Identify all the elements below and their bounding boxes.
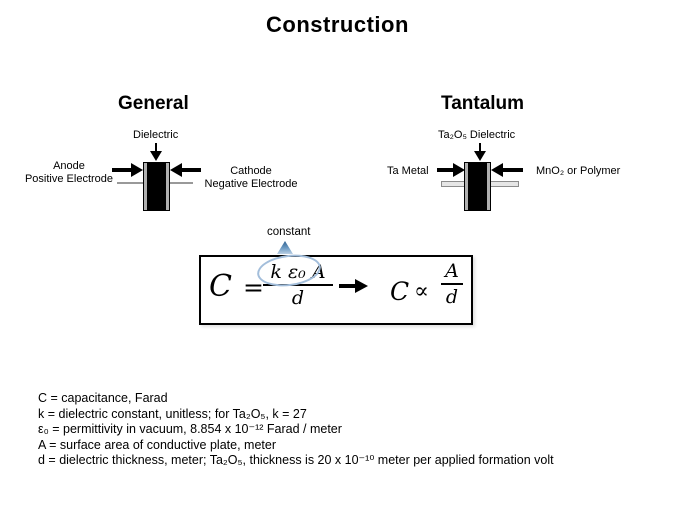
- general-right-arrow-bar: [181, 168, 201, 172]
- general-left-arrow-bar: [112, 168, 132, 172]
- tantalum-right-arrow-bar: [502, 168, 523, 172]
- implies-arrow-bar: [339, 284, 356, 288]
- general-heading: General: [118, 93, 189, 114]
- implies-arrow-icon: [355, 279, 368, 293]
- general-right-electrode-strip: [166, 163, 169, 210]
- legend-line-c: C = capacitance, Farad: [38, 391, 168, 405]
- general-down-arrow-stem: [155, 143, 157, 151]
- result-fraction-bar: [441, 283, 463, 285]
- tantalum-dielectric-label: Ta₂O₅ Dielectric: [438, 129, 516, 141]
- tantalum-right-electrode-strip: [487, 163, 490, 210]
- general-right-arrow-icon: [170, 163, 182, 177]
- callout-triangle-icon: [277, 241, 293, 254]
- legend-line-a: A = surface area of conductive plate, me…: [38, 437, 276, 452]
- result-denominator: d: [445, 286, 459, 308]
- mno2-label: MnO₂ or Polymer: [536, 165, 621, 177]
- equals-sign: =: [243, 273, 264, 302]
- ta-metal-label: Ta Metal: [387, 165, 429, 177]
- legend-line-k: k = dielectric constant, unitless; for T…: [38, 406, 307, 421]
- anode-label-line1: Anode: [53, 160, 85, 172]
- formula-fraction: k ε₀ A d: [263, 261, 333, 309]
- tantalum-left-electrode-strip: [465, 163, 468, 210]
- general-left-electrode-strip: [144, 163, 147, 210]
- tantalum-down-arrow-stem: [479, 143, 481, 151]
- fraction-denominator: d: [291, 287, 305, 309]
- general-anode-label: Anode Positive Electrode: [20, 160, 118, 185]
- fraction-numerator: k ε₀ A: [270, 261, 326, 283]
- proportional-sign: ∝: [414, 279, 429, 304]
- formula-content: C = k ε₀ A d C ∝ A d: [201, 257, 471, 323]
- tantalum-heading: Tantalum: [441, 93, 525, 114]
- constant-label: constant: [267, 226, 311, 238]
- formula-box: C = k ε₀ A d C ∝ A d: [199, 255, 473, 325]
- tantalum-capacitor-rect: [464, 162, 491, 211]
- general-down-arrow-icon: [150, 151, 162, 161]
- result-fraction: A d: [441, 260, 463, 308]
- result-numerator: A: [445, 260, 459, 282]
- page-title: Construction: [266, 12, 409, 37]
- legend: C = capacitance, Farad k = dielectric co…: [38, 391, 554, 469]
- anode-label-line2: Positive Electrode: [24, 172, 114, 185]
- cathode-label-line2: Negative Electrode: [204, 177, 298, 190]
- tantalum-left-arrow-icon: [453, 163, 465, 177]
- legend-line-epsilon: ε₀ = permittivity in vacuum, 8.854 x 10⁻…: [38, 422, 342, 437]
- general-cathode-label: Cathode Negative Electrode: [198, 165, 304, 190]
- general-left-arrow-icon: [131, 163, 143, 177]
- result-symbol: C: [390, 277, 410, 306]
- tantalum-down-arrow-icon: [474, 151, 486, 161]
- cathode-label-line1: Cathode: [230, 165, 272, 177]
- legend-line-d: d = dielectric thickness, meter; Ta₂O₅, …: [38, 453, 554, 468]
- tantalum-left-arrow-bar: [437, 168, 455, 172]
- general-dielectric-label: Dielectric: [133, 129, 179, 141]
- fraction-bar: [263, 284, 333, 286]
- tantalum-right-arrow-icon: [491, 163, 503, 177]
- formula-lhs-symbol: C: [209, 269, 232, 304]
- general-capacitor-rect: [143, 162, 170, 211]
